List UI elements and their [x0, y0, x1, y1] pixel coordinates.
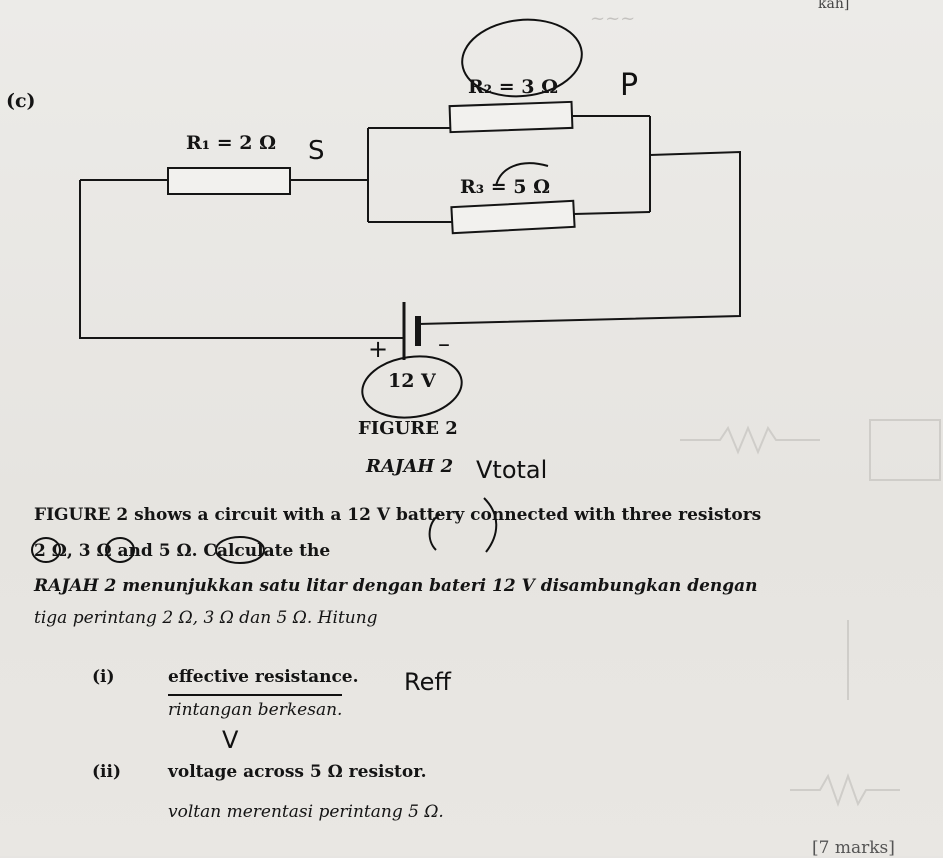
hand-arc-r3	[495, 162, 549, 187]
r1-label: R₁ = 2 Ω	[186, 132, 277, 154]
resistor-r1	[167, 167, 291, 195]
marks-label: [7 marks]	[812, 838, 895, 858]
figure-title: FIGURE 2	[358, 418, 458, 439]
annotation-parallel: P	[620, 68, 639, 103]
circuit-wire-r3-right	[573, 211, 651, 215]
rajah-title: RAJAH 2	[366, 456, 454, 477]
part-ii-ms: voltan merentasi perintang 5 Ω.	[168, 802, 444, 822]
question-ms-line1: RAJAH 2 menunjukkan satu litar dengan ba…	[34, 576, 758, 596]
part-ii-en: voltage across 5 Ω resistor.	[168, 762, 427, 782]
hand-bracket-12v-left	[428, 513, 441, 551]
resistor-r3	[450, 199, 576, 235]
part-i-en: effective resistance.	[168, 667, 359, 687]
resistor-r2	[448, 100, 574, 134]
hand-circle-5ohm	[215, 536, 265, 564]
battery-plus: +	[368, 335, 389, 363]
question-en-line2: 2 Ω, 3 Ω and 5 Ω. Calculate the	[34, 541, 331, 561]
hand-circle-r2	[461, 18, 583, 98]
question-en-line1: FIGURE 2 shows a circuit with a 12 V bat…	[34, 505, 762, 525]
part-i-ms: rintangan berkesan.	[168, 694, 343, 720]
circuit-wire-right	[417, 150, 741, 325]
battery-minus: –	[438, 330, 450, 358]
question-ms-line2: tiga perintang 2 Ω, 3 Ω dan 5 Ω. Hitung	[34, 608, 378, 628]
bleed-through-graphics	[680, 419, 941, 807]
circuit-wire-left	[79, 180, 400, 339]
r3-label: R₃ = 5 Ω	[460, 176, 551, 198]
part-i-handwritten-note: Reff	[404, 668, 451, 696]
part-ii-number: (ii)	[92, 762, 122, 782]
hand-circle-2ohm	[31, 537, 61, 563]
annotation-vtotal: Vtotal	[476, 456, 548, 484]
hand-circle-battery	[361, 355, 463, 419]
hand-bracket-12v-right	[483, 497, 498, 553]
corner-fragment: kah]	[818, 0, 850, 12]
annotation-series: S	[308, 136, 325, 166]
r2-label: R₂ = 3 Ω	[468, 76, 559, 98]
hand-circle-3ohm	[105, 537, 135, 563]
battery-label: 12 V	[388, 370, 436, 392]
part-ii-handwritten-note: V	[222, 726, 239, 754]
part-i-number: (i)	[92, 667, 115, 687]
part-label: (c)	[6, 90, 36, 112]
